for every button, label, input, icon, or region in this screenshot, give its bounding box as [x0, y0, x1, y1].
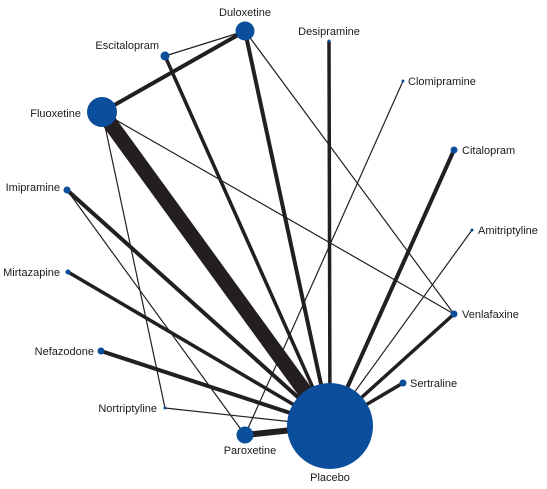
label-placebo: Placebo: [310, 472, 350, 484]
edge-imipramine-paroxetine: [66, 189, 246, 436]
node-citalopram: [450, 146, 458, 154]
node-mirtazapine: [65, 269, 71, 275]
edge-escitalopram-placebo: [163, 55, 332, 427]
node-amitriptyline: [470, 228, 474, 232]
edge-fluoxetine-nortriptyline: [101, 111, 166, 409]
edge-mirtazapine-placebo: [67, 270, 331, 428]
label-duloxetine: Duloxetine: [219, 7, 271, 19]
label-clomipramine: Clomipramine: [408, 76, 476, 88]
edge-layer: [65, 29, 473, 438]
label-amitriptyline: Amitriptyline: [478, 225, 538, 237]
edge-duloxetine-escitalopram: [164, 30, 246, 57]
node-paroxetine: [236, 426, 254, 444]
label-sertraline: Sertraline: [410, 378, 457, 390]
node-clomipramine: [401, 79, 405, 83]
node-placebo: [287, 383, 373, 469]
node-fluoxetine: [87, 97, 117, 127]
node-venlafaxine: [450, 310, 458, 318]
label-nortriptyline: Nortriptyline: [98, 403, 157, 415]
label-mirtazapine: Mirtazapine: [3, 267, 60, 279]
label-desipramine: Desipramine: [298, 26, 360, 38]
edge-citalopram-placebo: [328, 149, 456, 427]
node-duloxetine: [235, 21, 255, 41]
label-citalopram: Citalopram: [462, 145, 515, 157]
label-imipramine: Imipramine: [6, 182, 60, 194]
label-paroxetine: Paroxetine: [224, 445, 277, 457]
edge-imipramine-placebo: [65, 188, 332, 428]
edge-fluoxetine-placebo: [95, 107, 337, 431]
label-venlafaxine: Venlafaxine: [462, 309, 519, 321]
edge-fluoxetine-venlafaxine: [101, 111, 455, 315]
node-sertraline: [399, 379, 407, 387]
node-escitalopram: [160, 51, 170, 61]
label-fluoxetine: Fluoxetine: [30, 108, 81, 120]
label-layer: DuloxetineDesipramineEscitalopramClomipr…: [3, 7, 538, 484]
edge-desipramine-placebo: [327, 40, 332, 427]
edge-duloxetine-venlafaxine: [244, 30, 455, 315]
node-layer: [63, 21, 474, 469]
label-nefazodone: Nefazodone: [35, 346, 94, 358]
edge-duloxetine-placebo: [243, 30, 332, 427]
node-nefazodone: [97, 347, 105, 355]
label-escitalopram: Escitalopram: [95, 40, 159, 52]
node-imipramine: [63, 186, 71, 194]
node-desipramine: [327, 39, 331, 43]
node-nortriptyline: [163, 406, 167, 410]
